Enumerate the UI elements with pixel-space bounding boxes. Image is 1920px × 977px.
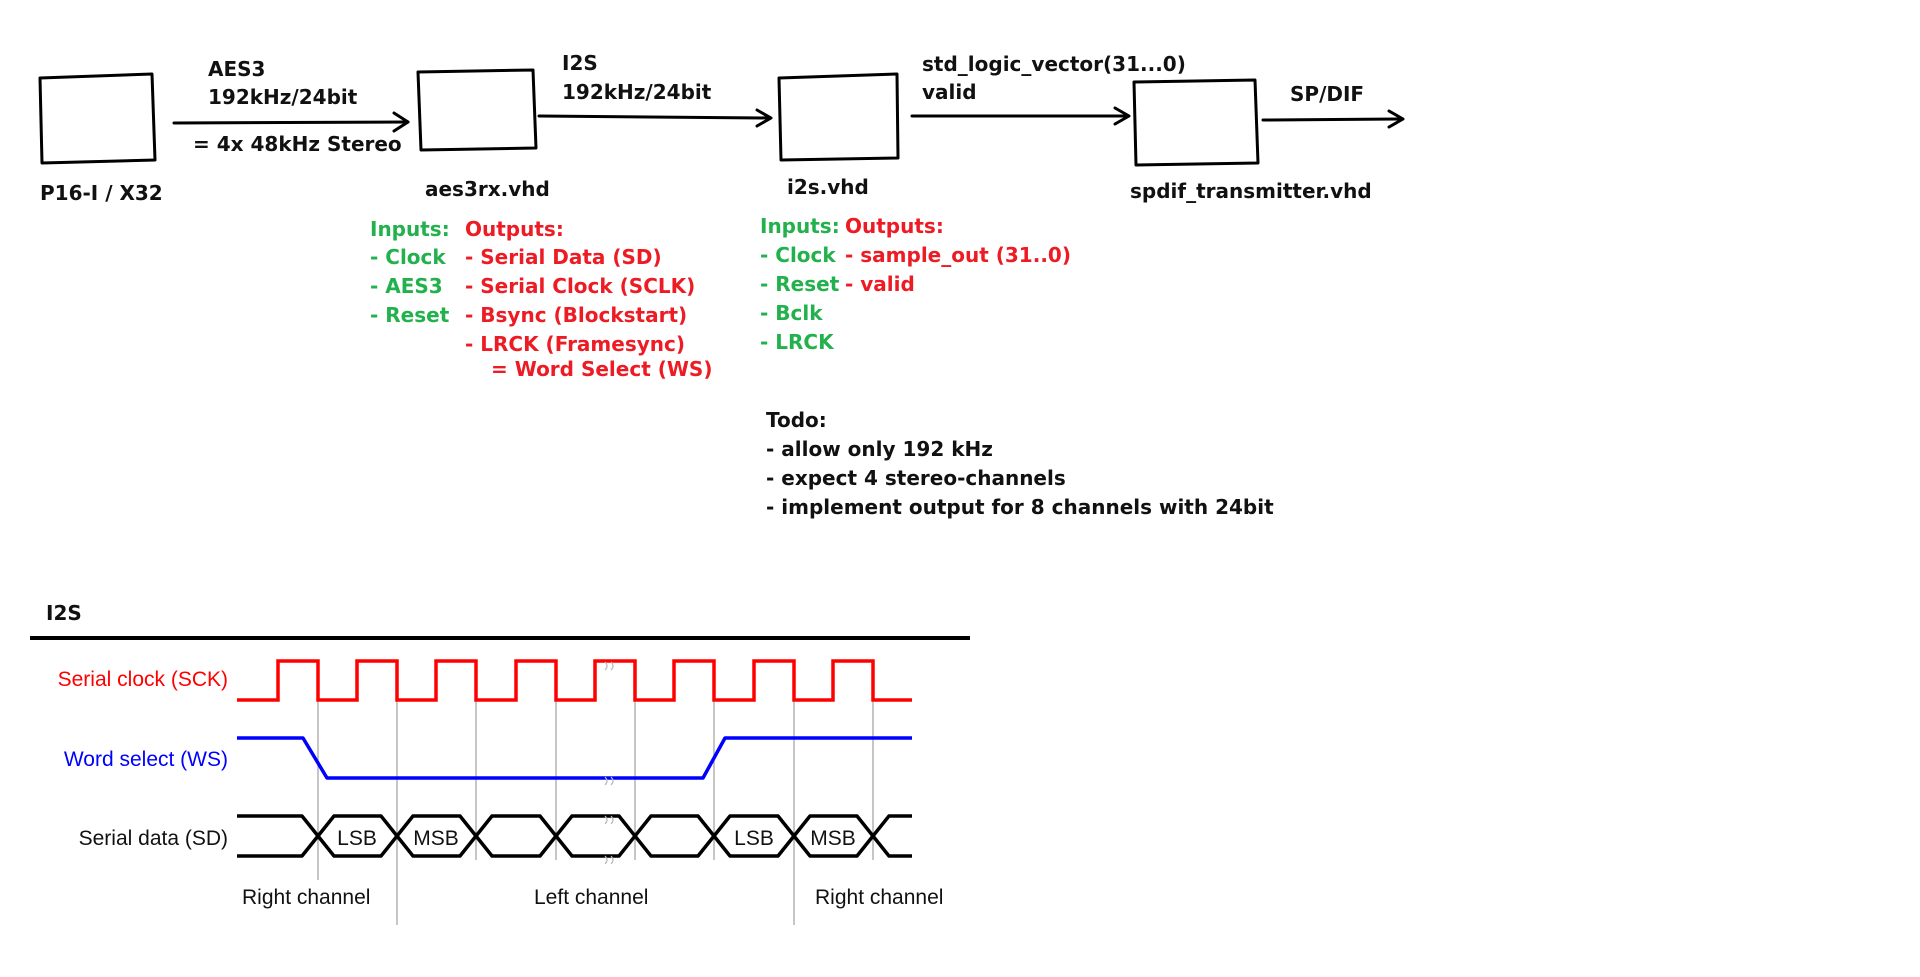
sd-word-lsb: LSB	[734, 827, 774, 850]
sd-word-msb: MSB	[413, 827, 459, 850]
break-marks	[604, 661, 614, 865]
sd-word-lsb: LSB	[337, 827, 377, 850]
aes3rx-outputs-title: Outputs:	[465, 217, 564, 241]
link-aes3-line1: AES3	[208, 57, 265, 81]
block-diagram: P16-I / X32 aes3rx.vhd i2s.vhd spdif_tra…	[38, 51, 1405, 205]
sd-waveform	[237, 814, 912, 858]
signal-label-sd: Serial data (SD)	[79, 827, 228, 850]
ws-waveform	[237, 736, 912, 780]
link-aes3-line2: 192kHz/24bit	[208, 85, 358, 109]
block-spdif-box	[1132, 78, 1260, 167]
link-vector-line1: std_logic_vector(31...0)	[922, 52, 1186, 76]
link-vector-line2: valid	[922, 80, 977, 104]
arrow-std-logic-vector	[910, 106, 1131, 126]
todo-title: Todo:	[766, 408, 827, 432]
block-p16-x32-box	[38, 72, 157, 165]
todo-item: - implement output for 8 channels with 2…	[766, 495, 1274, 519]
block-spdif-label: spdif_transmitter.vhd	[1130, 179, 1372, 203]
aes3rx-output-item: = Word Select (WS)	[491, 357, 712, 381]
link-i2s-line2: 192kHz/24bit	[562, 80, 712, 104]
i2s-input-item: - Clock	[760, 243, 836, 267]
aes3rx-output-item: - LRCK (Framesync)	[465, 332, 685, 356]
aes3rx-output-item: - Serial Clock (SCLK)	[465, 274, 695, 298]
i2s-inputs-title: Inputs:	[760, 214, 840, 238]
channel-label-right: Right channel	[815, 886, 943, 909]
sck-waveform	[237, 659, 912, 702]
block-p16-x32-label: P16-I / X32	[40, 181, 163, 205]
i2s-outputs-title: Outputs:	[845, 214, 944, 238]
timing-guides	[317, 700, 874, 925]
link-i2s-line1: I2S	[562, 51, 598, 75]
i2s-input-item: - Reset	[760, 272, 840, 296]
signal-label-ws: Word select (WS)	[64, 748, 228, 771]
channel-label-right: Right channel	[242, 886, 370, 909]
aes3rx-input-item: - Reset	[370, 303, 450, 327]
link-spdif-line1: SP/DIF	[1290, 82, 1364, 106]
aes3rx-input-item: - AES3	[370, 274, 443, 298]
link-aes3-note: = 4x 48kHz Stereo	[193, 132, 402, 156]
sd-word-msb: MSB	[810, 827, 856, 850]
arrow-spdif	[1261, 109, 1405, 129]
block-i2s-label: i2s.vhd	[787, 175, 869, 199]
aes3rx-output-item: - Bsync (Blockstart)	[465, 303, 687, 327]
channel-label-left: Left channel	[534, 886, 648, 909]
signal-label-sck: Serial clock (SCK)	[58, 668, 228, 691]
aes3rx-input-item: - Clock	[370, 245, 446, 269]
todo-list: Todo: - allow only 192 kHz - expect 4 st…	[766, 408, 1274, 519]
block-aes3rx-box	[416, 68, 538, 152]
i2s-output-item: - sample_out (31..0)	[845, 243, 1071, 267]
block-aes3rx-label: aes3rx.vhd	[425, 177, 550, 201]
arrow-i2s	[537, 108, 773, 128]
i2s-input-item: - Bclk	[760, 301, 823, 325]
i2s-io-list: Inputs: - Clock - Reset - Bclk - LRCK Ou…	[760, 214, 1071, 354]
todo-item: - allow only 192 kHz	[766, 437, 993, 461]
aes3rx-io-list: Inputs: - Clock - AES3 - Reset Outputs: …	[370, 217, 712, 381]
block-i2s-box	[777, 72, 900, 162]
todo-item: - expect 4 stereo-channels	[766, 466, 1066, 490]
aes3rx-output-item: - Serial Data (SD)	[465, 245, 662, 269]
aes3rx-inputs-title: Inputs:	[370, 217, 450, 241]
i2s-input-item: - LRCK	[760, 330, 835, 354]
arrow-aes3	[172, 111, 410, 133]
i2s-output-item: - valid	[845, 272, 915, 296]
i2s-timing-diagram: I2S Serial clock (SCK) Word select (WS) …	[30, 601, 970, 925]
timing-title: I2S	[46, 601, 82, 625]
